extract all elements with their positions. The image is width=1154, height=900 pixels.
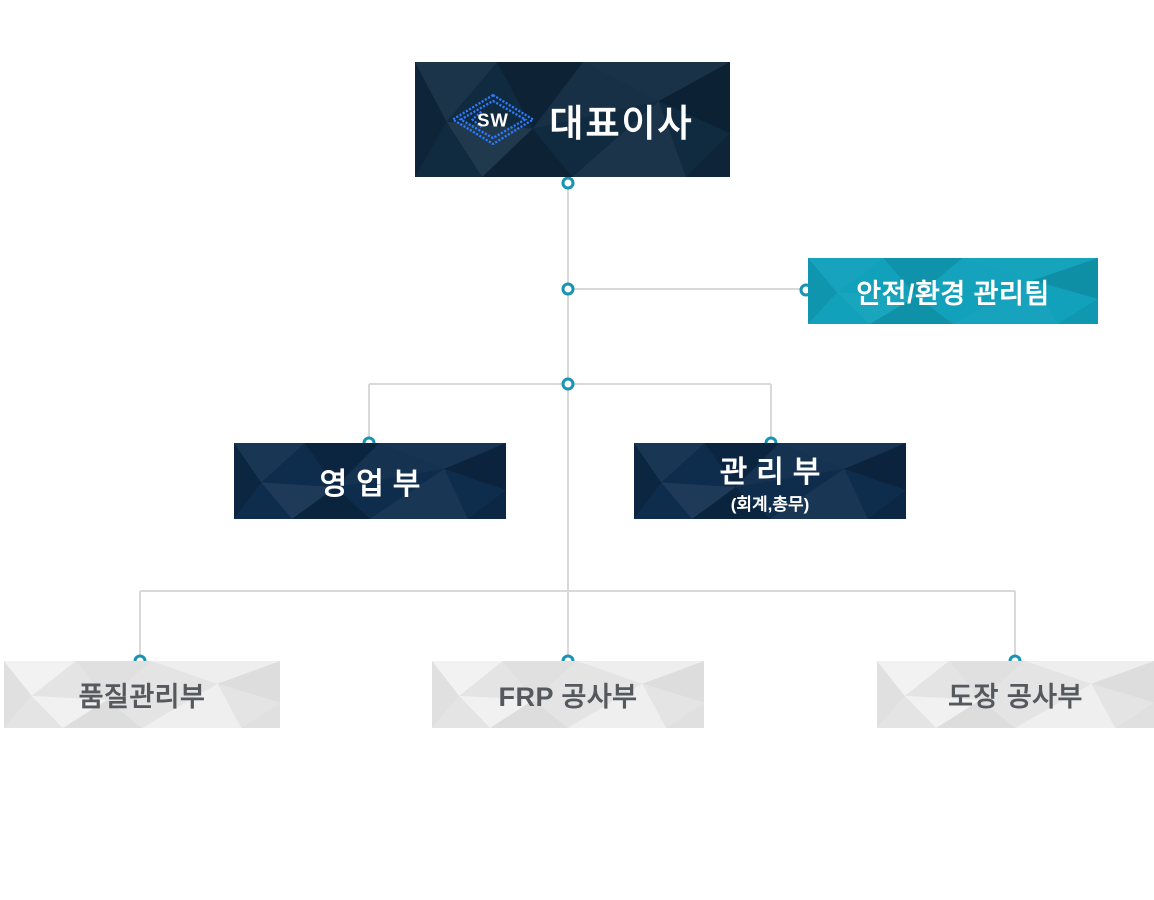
junction-node-group	[133, 176, 1022, 668]
painting-dept-label: 도장 공사부	[948, 682, 1083, 712]
safety-team-box: 안전/환경 관리팀	[808, 258, 1098, 324]
admin-dept-box: 관리부 (회계,총무)	[634, 443, 906, 519]
safety-team-label: 안전/환경 관리팀	[856, 278, 1050, 309]
admin-dept-label: 관리부	[719, 456, 830, 489]
node-mid-junction	[561, 377, 575, 391]
quality-dept-box: 품질관리부	[4, 661, 280, 728]
sales-dept-box: 영업부	[234, 443, 506, 519]
ceo-box: SW 대표이사	[415, 62, 730, 177]
frp-dept-label: FRP 공사부	[498, 682, 638, 712]
sw-logo-icon: SW	[451, 93, 536, 146]
ceo-label: 대표이사	[549, 102, 694, 144]
connector-line-group	[139, 177, 1016, 664]
painting-dept-box: 도장 공사부	[877, 661, 1154, 728]
quality-dept-label: 품질관리부	[78, 682, 206, 712]
sales-dept-label: 영업부	[319, 468, 430, 501]
sw-logo-text: SW	[477, 109, 509, 130]
admin-dept-sublabel: (회계,총무)	[730, 495, 810, 514]
frp-dept-box: FRP 공사부	[432, 661, 704, 728]
node-ceo-bottom	[561, 176, 575, 190]
node-safety-junction	[561, 282, 575, 296]
